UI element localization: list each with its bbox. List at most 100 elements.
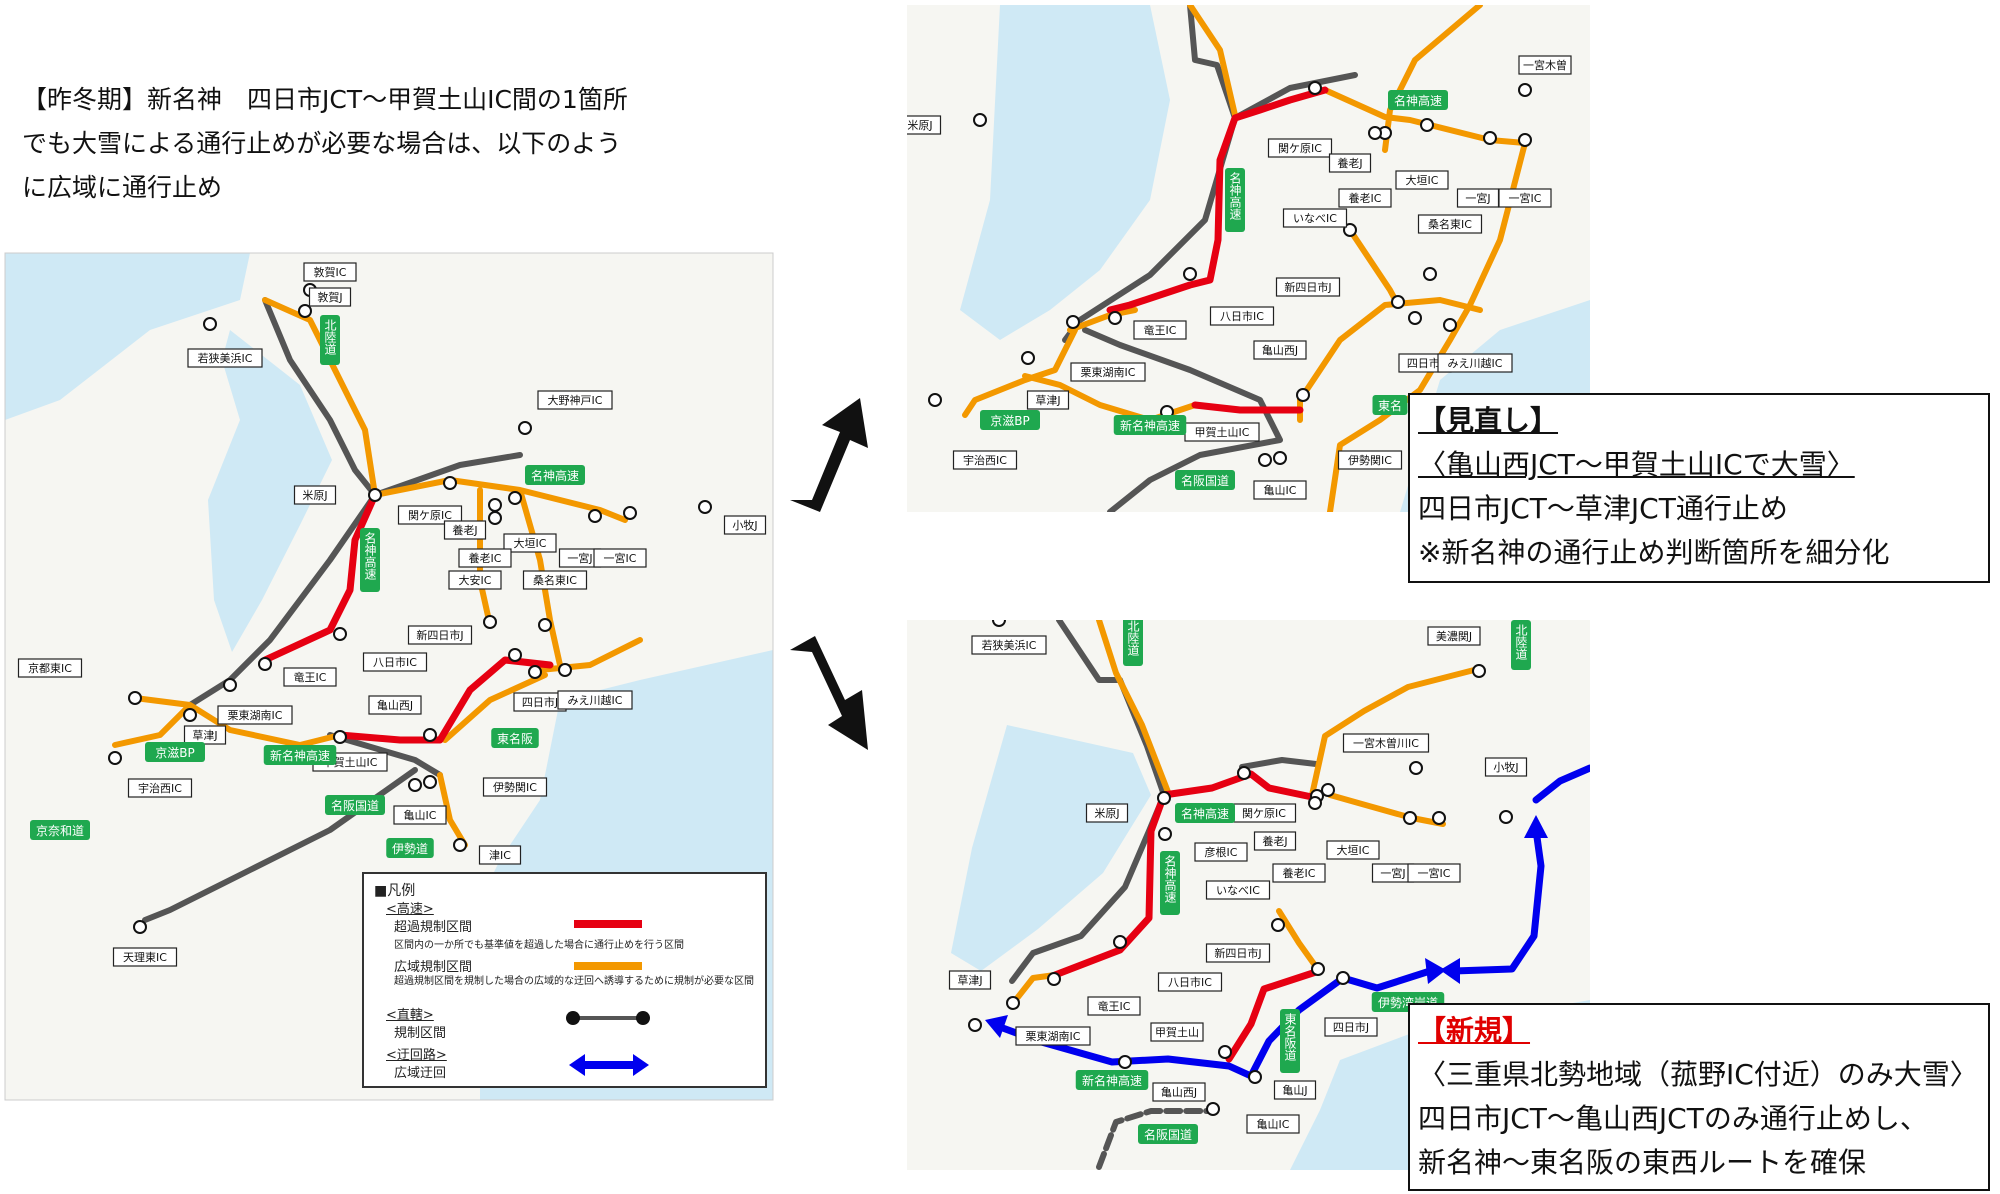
interchange-node (1321, 783, 1335, 797)
interchange-node (928, 393, 942, 407)
interchange-label: みえ川越IC (557, 690, 633, 710)
road-name: 伊勢道 (392, 841, 428, 856)
interchange-node (508, 491, 522, 505)
road-name-sign: 東名阪道 (1280, 1009, 1300, 1073)
new-subtitle: 〈三重県北勢地域（菰野IC付近）のみ大雪〉 (1418, 1058, 1978, 1091)
interchange-name: 小牧J (1493, 760, 1518, 774)
road-name: 名神高速 (531, 468, 579, 483)
interchange-name: 新四日市J (1214, 946, 1261, 960)
interchange-label: 彦根IC (1194, 842, 1248, 862)
detour-route (996, 764, 1590, 1080)
interchange-node (1518, 83, 1532, 97)
interchange-label: 一宮IC (593, 548, 647, 568)
interchange-label: 甲賀土山 (1150, 1022, 1204, 1042)
interchange-node (1408, 311, 1422, 325)
road-name: 名阪国道 (1181, 473, 1229, 488)
left-map-labels: 敦賀IC敦賀J若狭美浜IC大野神戸IC米原J関ケ原IC養老J大垣IC小牧J一宮J… (17, 262, 767, 967)
interchange-name: 一宮J (1380, 866, 1405, 880)
interchange-label: 一宮IC (1407, 863, 1461, 883)
meihan-road (1096, 1108, 1215, 1170)
interchange-name: 甲賀土山 (1155, 1026, 1199, 1039)
road-name-sign: 伊勢道 (386, 838, 434, 858)
road-name-sign: 名神高速 (360, 528, 380, 592)
interchange-label: 一宮J (1456, 188, 1500, 208)
interchange-name: 天理東IC (123, 951, 167, 964)
interchange-label: 若狭美浜IC (971, 635, 1047, 655)
interchange-name: 大垣IC (514, 536, 547, 550)
interchange-label: いなべIC (1282, 208, 1348, 228)
interchange-name: 大垣IC (1337, 843, 1370, 857)
interchange-name: 草津J (1035, 394, 1060, 407)
interchange-name: 大安IC (459, 573, 492, 587)
road-name: 新名神高速 (1120, 418, 1180, 433)
interchange-node (133, 920, 147, 934)
road-name-sign: 名阪国道 (325, 795, 385, 815)
interchange-name: 大野神戸IC (548, 393, 603, 407)
road-name-sign: 京奈和道 (30, 820, 90, 840)
interchange-label: 米原J (293, 485, 337, 505)
road-name: 名神高速 (1163, 854, 1177, 903)
interchange-node (488, 498, 502, 512)
interchange-node (258, 657, 272, 671)
interchange-label: 若狭美浜IC (187, 348, 263, 368)
interchange-label: 亀山西J (368, 695, 422, 715)
interchange-label: 小牧J (1484, 757, 1528, 777)
interchange-name: 竜王IC (1144, 323, 1177, 337)
interchange-node (1237, 766, 1251, 780)
interchange-label: 桑名東IC (1417, 214, 1483, 234)
interchange-label: 桑名東IC (522, 570, 588, 590)
road-name: 新名神高速 (1082, 1073, 1142, 1088)
interchange-name: 桑名東IC (1428, 217, 1472, 231)
interchange-label: 亀山西J (1152, 1082, 1206, 1102)
interchange-label: 宇治西IC (127, 778, 193, 798)
interchange-node (1066, 315, 1080, 329)
interchange-name: みえ川越IC (1448, 356, 1503, 370)
interchange-label: 四日市J (1324, 1017, 1378, 1037)
interchange-name: 四日市J (1407, 356, 1443, 370)
intro-line-3: に広域に通行止め (22, 173, 223, 202)
road-name-sign: 京滋BP (145, 742, 205, 762)
interchange-node (1368, 126, 1382, 140)
interchange-node (1296, 388, 1310, 402)
interchange-node (1157, 791, 1171, 805)
legend-excess-desc: 区間内の一か所でも基準値を超過した場合に通行止めを行う区間 (394, 940, 684, 951)
interchange-label: 敦賀IC (303, 262, 357, 282)
interchange-label: 京都東IC (17, 658, 83, 678)
excess-regulation-roads (1051, 770, 1323, 1063)
interchange-node (992, 620, 1006, 627)
lake-biwa (208, 330, 332, 652)
closure-icon (636, 1011, 650, 1025)
interchange-label: 大垣IC (503, 533, 557, 553)
interchange-name: 新四日市J (416, 628, 463, 642)
interchange-name: 甲賀土山IC (323, 756, 378, 769)
interchange-label: 栗東湖南IC (217, 705, 293, 725)
interchange-node (1308, 796, 1322, 810)
interchange-node (203, 317, 217, 331)
legend-wide-swatch (574, 962, 642, 970)
interchange-node (108, 751, 122, 765)
review-box: 【見直し】 〈亀山西JCT～甲賀土山ICで大雪〉 四日市JCT～草津JCT通行止… (1408, 393, 1990, 583)
direct-roads (142, 297, 523, 923)
road-name-sign: 北陸道 (320, 315, 340, 365)
road-name: 東名 (1378, 398, 1402, 413)
double-arrow-icon (569, 1054, 649, 1076)
road-name-sign: 名神高速 (1175, 803, 1235, 823)
interchange-node (1311, 962, 1325, 976)
interchange-node (1423, 267, 1437, 281)
interchange-name: いなべIC (1293, 212, 1337, 225)
interchange-name: 敦賀J (317, 290, 342, 304)
legend-title: ■凡例 (374, 883, 416, 899)
interchange-node (1248, 1070, 1262, 1084)
interchange-name: 亀山西J (1161, 1085, 1197, 1099)
interchange-name: 甲賀土山IC (1195, 426, 1250, 439)
intro-line-1: 【昨冬期】新名神 四日市JCT～甲賀土山IC間の1箇所 (22, 85, 628, 114)
interchange-name: いなべIC (1216, 884, 1260, 897)
road-name-sign: 名神高速 (1225, 168, 1245, 232)
interchange-node (443, 476, 457, 490)
interchange-name: 関ケ原IC (408, 509, 452, 522)
road-name: 京滋BP (155, 746, 194, 760)
interchange-name: 小牧J (732, 518, 757, 532)
interchange-name: 亀山IC (1264, 483, 1297, 497)
map-legend: ■凡例 <高速> 超過規制区間 区間内の一か所でも基準値を超過した場合に通行止め… (362, 872, 767, 1088)
road-name-sign: 名神高速 (525, 465, 585, 485)
